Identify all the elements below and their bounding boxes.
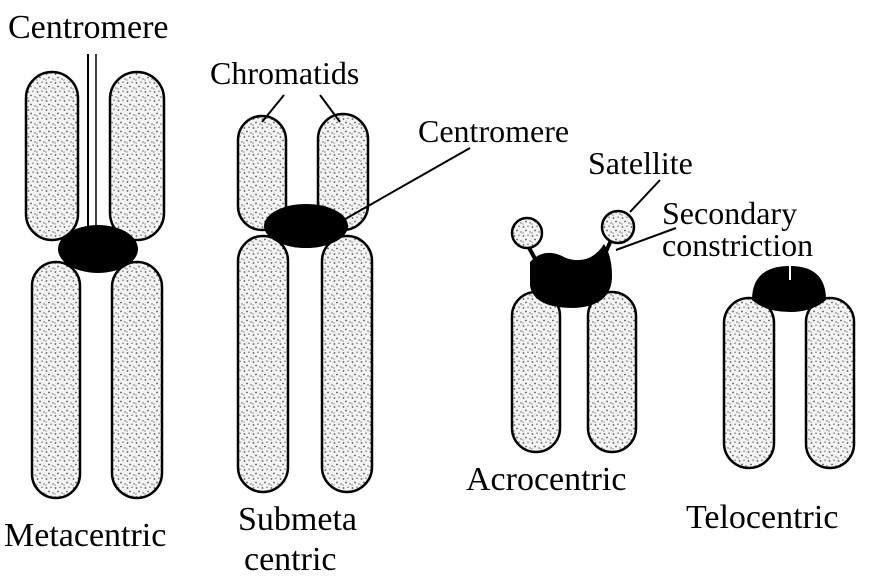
label-centric: centric xyxy=(244,541,337,578)
satellite-leader-line xyxy=(630,180,660,212)
submetacentric-chromosome xyxy=(238,95,470,492)
centromere xyxy=(58,225,138,273)
chromatid-upper-left xyxy=(26,72,78,240)
chromatid-left xyxy=(512,292,560,452)
chromatid-upper-right xyxy=(110,72,164,240)
chromatid-lower-right xyxy=(322,236,372,492)
satellite-left xyxy=(512,218,542,248)
metacentric-chromosome xyxy=(26,54,164,498)
label-constriction: constriction xyxy=(662,227,813,263)
label-telocentric: Telocentric xyxy=(686,499,838,536)
chromatid-left xyxy=(724,298,774,468)
label-acrocentric: Acrocentric xyxy=(466,461,626,498)
chromatid-right xyxy=(806,298,854,468)
satellite-right xyxy=(602,211,634,243)
centromere xyxy=(264,204,348,248)
chromatid-right xyxy=(588,292,636,452)
label-secondary: Secondary xyxy=(662,195,797,231)
chromatid-lower-left xyxy=(238,236,288,492)
telocentric-chromosome xyxy=(724,266,854,468)
acrocentric-chromosome xyxy=(512,180,676,452)
label-metacentric: Metacentric xyxy=(4,517,166,554)
centromere xyxy=(530,244,612,308)
label-satellite: Satellite xyxy=(588,145,693,181)
chromatid-lower-left xyxy=(32,262,80,498)
chromatid-lower-right xyxy=(112,262,162,498)
label-centromere-top: Centromere xyxy=(8,9,169,46)
label-centromere-mid: Centromere xyxy=(418,113,569,149)
label-chromatids: Chromatids xyxy=(210,55,359,91)
label-submeta: Submeta xyxy=(238,501,357,538)
